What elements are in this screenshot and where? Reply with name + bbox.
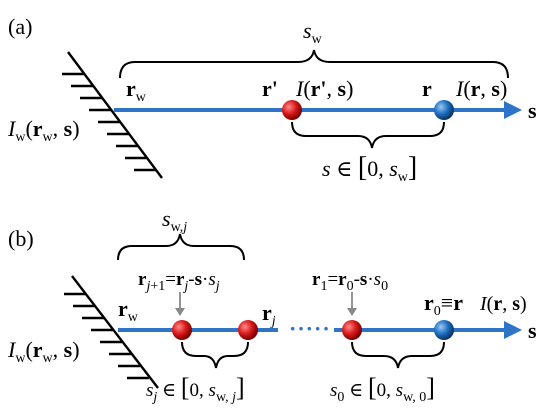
- node-r-j-b: [238, 320, 258, 340]
- pointer-arrow-1: [347, 292, 357, 316]
- intensity-r-label-a: I(r, s): [455, 76, 507, 101]
- range-brace-a: [291, 121, 445, 149]
- ray-dots-b: ·····: [289, 316, 331, 341]
- panel-a: (a) sw Iw(rw, s) rw r' I(r', s) r I(r, s…: [7, 14, 537, 185]
- node-r-j-plus-1-b: [172, 320, 192, 340]
- range-0-label-b: s0 ∈ [0, sw, 0]: [330, 373, 435, 405]
- node-r0-b: [434, 320, 454, 340]
- direction-label-a: s: [528, 98, 537, 123]
- wall-intensity-label-b: Iw(rw, s): [7, 337, 80, 366]
- path-length-brace-a: [119, 49, 509, 79]
- panel-b: (b) sw,j ·····: [7, 206, 537, 405]
- node-r1-b: [342, 320, 362, 340]
- pointer-arrow-j: [175, 292, 185, 316]
- node-r-a: [434, 100, 454, 120]
- ray-arrowhead-a: [504, 101, 522, 119]
- path-length-label-a: sw: [303, 18, 323, 47]
- ray-arrowhead-b: [504, 321, 522, 339]
- intensity-prime-label-a: I(r', s): [295, 76, 353, 101]
- r-wall-label-b: rw: [118, 296, 139, 325]
- panel-a-label: (a): [8, 14, 32, 39]
- range-brace-j: [181, 341, 249, 369]
- step-length-brace-b: [117, 233, 245, 261]
- wall-intensity-label-a: Iw(rw, s): [7, 116, 80, 145]
- eq-1-label-b: r1=r0-s·s0: [312, 269, 388, 294]
- r-j-label-b: rj: [262, 300, 276, 329]
- eq-j-label-b: rj+1=rj-s·sj: [138, 269, 220, 294]
- panel-b-label: (b): [8, 226, 34, 251]
- r0-label-b: r0≡r: [424, 290, 463, 319]
- direction-label-b: s: [528, 318, 537, 343]
- wall-a: [62, 51, 163, 179]
- r-prime-label-a: r': [262, 76, 278, 101]
- range-label-a: s ∈ [0, sw]: [322, 152, 417, 185]
- wall-b: [64, 275, 159, 389]
- step-length-label-b: sw,j: [162, 206, 187, 235]
- range-j-label-b: sj ∈ [0, sw, j]: [146, 373, 245, 405]
- r-wall-label-a: rw: [126, 76, 147, 105]
- r-label-a: r: [422, 76, 432, 101]
- node-r-prime-a: [282, 100, 302, 120]
- intensity-r-label-b: I(r, s): [479, 293, 527, 315]
- range-brace-0: [351, 341, 445, 369]
